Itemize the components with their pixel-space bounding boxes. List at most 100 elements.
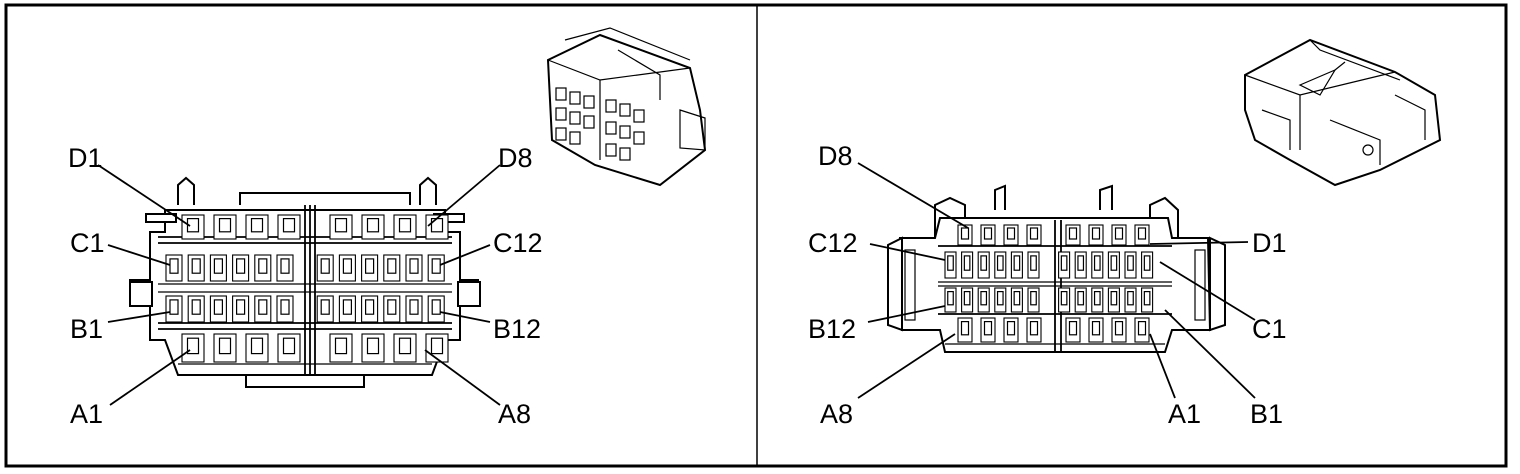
right-cavity-b (1010, 287, 1023, 313)
right-cavity-c (1058, 251, 1071, 279)
right-cavity-b-slot (1127, 291, 1134, 306)
right-cavity-d-slot (1137, 227, 1147, 240)
right-cavity-c (1074, 251, 1087, 279)
right-cavity-c (1027, 251, 1040, 279)
left-cavity-a-slot (218, 337, 232, 355)
right-cavity-b-slot (1143, 291, 1151, 306)
right-cavity-b-slot (996, 291, 1004, 306)
right-cavity-b-slot (947, 291, 954, 306)
label-a1: A1 (1168, 399, 1201, 429)
left-cavity-grid (165, 214, 449, 363)
right-cavity-b (1027, 287, 1040, 313)
left-cavity-d-slot (398, 218, 412, 233)
label-c1: C1 (1252, 314, 1287, 344)
label-d8: D8 (818, 141, 853, 171)
label-c1: C1 (70, 228, 105, 258)
right-cavity-d-slot (1091, 227, 1101, 240)
right-cavity-c-slot (1013, 255, 1021, 271)
right-cavity-c-slot (980, 255, 988, 271)
left-cavity-d-slot (218, 218, 232, 233)
right-cavity-c-slot (1093, 255, 1101, 271)
right-cavity-a-slot (960, 321, 970, 336)
right-cavity-a-slot (1114, 321, 1124, 336)
right-cavity-b (1091, 287, 1104, 313)
right-cavity-grid (944, 224, 1154, 343)
left-cavity-c-slot (365, 258, 375, 274)
right-cavity-d-slot (1068, 227, 1078, 240)
left-cavity-b-slot (342, 299, 352, 315)
right-cavity-a-slot (1068, 321, 1078, 336)
right-cavity-c-slot (963, 255, 971, 271)
right-cavity-b (961, 287, 974, 313)
label-c12: C12 (808, 228, 858, 258)
left-cavity-c-slot (387, 258, 397, 274)
left-cavity-c-slot (280, 258, 290, 274)
left-cavity-d-slot (334, 218, 348, 233)
right-cavity-c (1124, 251, 1137, 279)
right-cavity-c (1010, 251, 1023, 279)
label-d8: D8 (498, 143, 533, 173)
right-cavity-b (977, 287, 990, 313)
diagram-frame (4, 3, 1508, 468)
right-cavity-a-slot (1006, 321, 1016, 336)
right-leader-lines (857, 162, 1256, 399)
right-cavity-b (1141, 287, 1154, 313)
left-cavity-a-slot (250, 337, 264, 355)
left-cavity-a-slot (186, 337, 200, 355)
right-cavity-d-slot (1006, 227, 1016, 240)
left-cavity-c-slot (236, 258, 246, 274)
label-b1: B1 (70, 314, 103, 344)
left-cavity-b-slot (258, 299, 268, 315)
left-cavity-c-slot (258, 258, 268, 274)
left-cavity-b-slot (365, 299, 375, 315)
right-cavity-c (961, 251, 974, 279)
right-cavity-b-slot (1013, 291, 1021, 306)
left-cavity-c-slot (169, 258, 179, 274)
right-cavity-b-slot (1060, 291, 1068, 306)
right-cavity-c-slot (996, 255, 1004, 271)
right-cavity-c-slot (1030, 255, 1037, 271)
left-cavity-a-slot (430, 337, 444, 355)
left-leader-lines (97, 164, 501, 406)
label-a8: A8 (820, 399, 853, 429)
right-cavity-b (1124, 287, 1137, 313)
right-cavity-c (994, 251, 1007, 279)
right-cavity-c-slot (1060, 255, 1068, 271)
right-cavity-a-slot (983, 321, 993, 336)
right-cavity-c (977, 251, 990, 279)
right-cavity-b (1058, 287, 1071, 313)
right-cavity-b-slot (1110, 291, 1118, 306)
left-cavity-a-slot (398, 337, 412, 355)
left-cavity-c-slot (431, 258, 441, 274)
right-cavity-a-slot (1137, 321, 1147, 336)
right-cavity-b (944, 287, 957, 313)
right-cavity-c (1141, 251, 1154, 279)
right-cavity-d-slot (960, 227, 970, 240)
right-cavity-c-slot (1127, 255, 1134, 271)
right-cavity-b-slot (1077, 291, 1085, 306)
label-c12: C12 (493, 228, 543, 258)
left-cavity-c-slot (320, 258, 330, 274)
right-cavity-c (1107, 251, 1120, 279)
right-cavity-d-slot (1029, 227, 1039, 240)
right-cavity-b (1107, 287, 1120, 313)
left-cavity-a-slot (282, 337, 296, 355)
left-connector-iso-view (546, 27, 707, 187)
left-cavity-c-slot (409, 258, 419, 274)
right-connector-iso-view (1244, 38, 1442, 187)
right-cavity-c (1091, 251, 1104, 279)
left-cavity-c-slot (213, 258, 223, 274)
left-cavity-b-slot (191, 299, 201, 315)
left-cavity-a-slot (334, 337, 348, 355)
label-d1: D1 (68, 143, 103, 173)
left-cavity-b-slot (213, 299, 223, 315)
right-cavity-c-slot (1110, 255, 1118, 271)
right-cavity-a-slot (1091, 321, 1101, 336)
right-cavity-b-slot (1030, 291, 1037, 306)
left-cavity-b-slot (169, 299, 179, 315)
right-cavity-b-slot (1093, 291, 1101, 306)
label-a1: A1 (70, 399, 103, 429)
left-cavity-d-slot (282, 218, 296, 233)
left-cavity-c-slot (342, 258, 352, 274)
